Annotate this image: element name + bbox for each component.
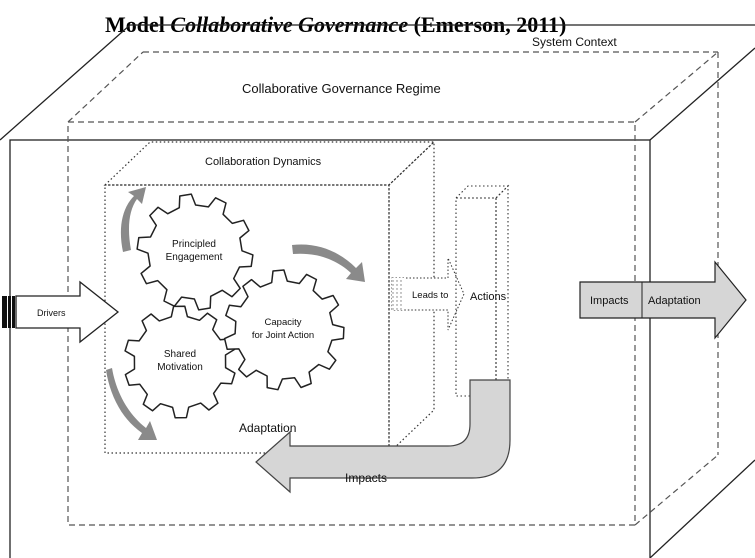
- feedback-arrow: [255, 379, 511, 494]
- joint-action-gear: [223, 269, 345, 391]
- motivation-label: Motivation: [157, 362, 203, 373]
- collaboration-dynamics-box: [103, 140, 436, 455]
- engagement-label: Engagement: [166, 252, 223, 263]
- outcome-arrow: [579, 260, 747, 340]
- impacts-outer-label: Impacts: [590, 295, 629, 307]
- joint-action-label: for Joint Action: [252, 330, 314, 341]
- system-context-label: System Context: [532, 35, 617, 49]
- governance-regime-label: Collaborative Governance Regime: [242, 81, 441, 96]
- cycle-arrow-left-up-icon: [120, 187, 146, 252]
- drivers-arrow: [2, 280, 120, 344]
- actions-box: [454, 184, 510, 398]
- shared-label: Shared: [164, 349, 196, 360]
- circulation-arrows: [106, 187, 365, 440]
- impacts-feedback-label: Impacts: [345, 471, 387, 485]
- principled-engagement-gear: [136, 193, 254, 311]
- adaptation-feedback-label: Adaptation: [239, 421, 296, 435]
- cycle-arrow-left-down-icon: [106, 368, 157, 440]
- system-context-box: [0, 24, 755, 558]
- shared-motivation-gear: [124, 305, 236, 419]
- adaptation-outer-label: Adaptation: [648, 295, 701, 307]
- leads-to-label: Leads to: [412, 290, 448, 301]
- gears-group: [124, 193, 345, 419]
- drivers-label: Drivers: [37, 308, 66, 318]
- capacity-label: Capacity: [265, 317, 302, 328]
- cycle-arrow-right-down-icon: [292, 244, 365, 282]
- actions-label: Actions: [470, 291, 507, 303]
- governance-regime-box: [67, 51, 719, 526]
- principled-label: Principled: [172, 239, 216, 250]
- leads-to-arrow: [391, 257, 465, 331]
- collaboration-dynamics-label: Collaboration Dynamics: [205, 156, 322, 168]
